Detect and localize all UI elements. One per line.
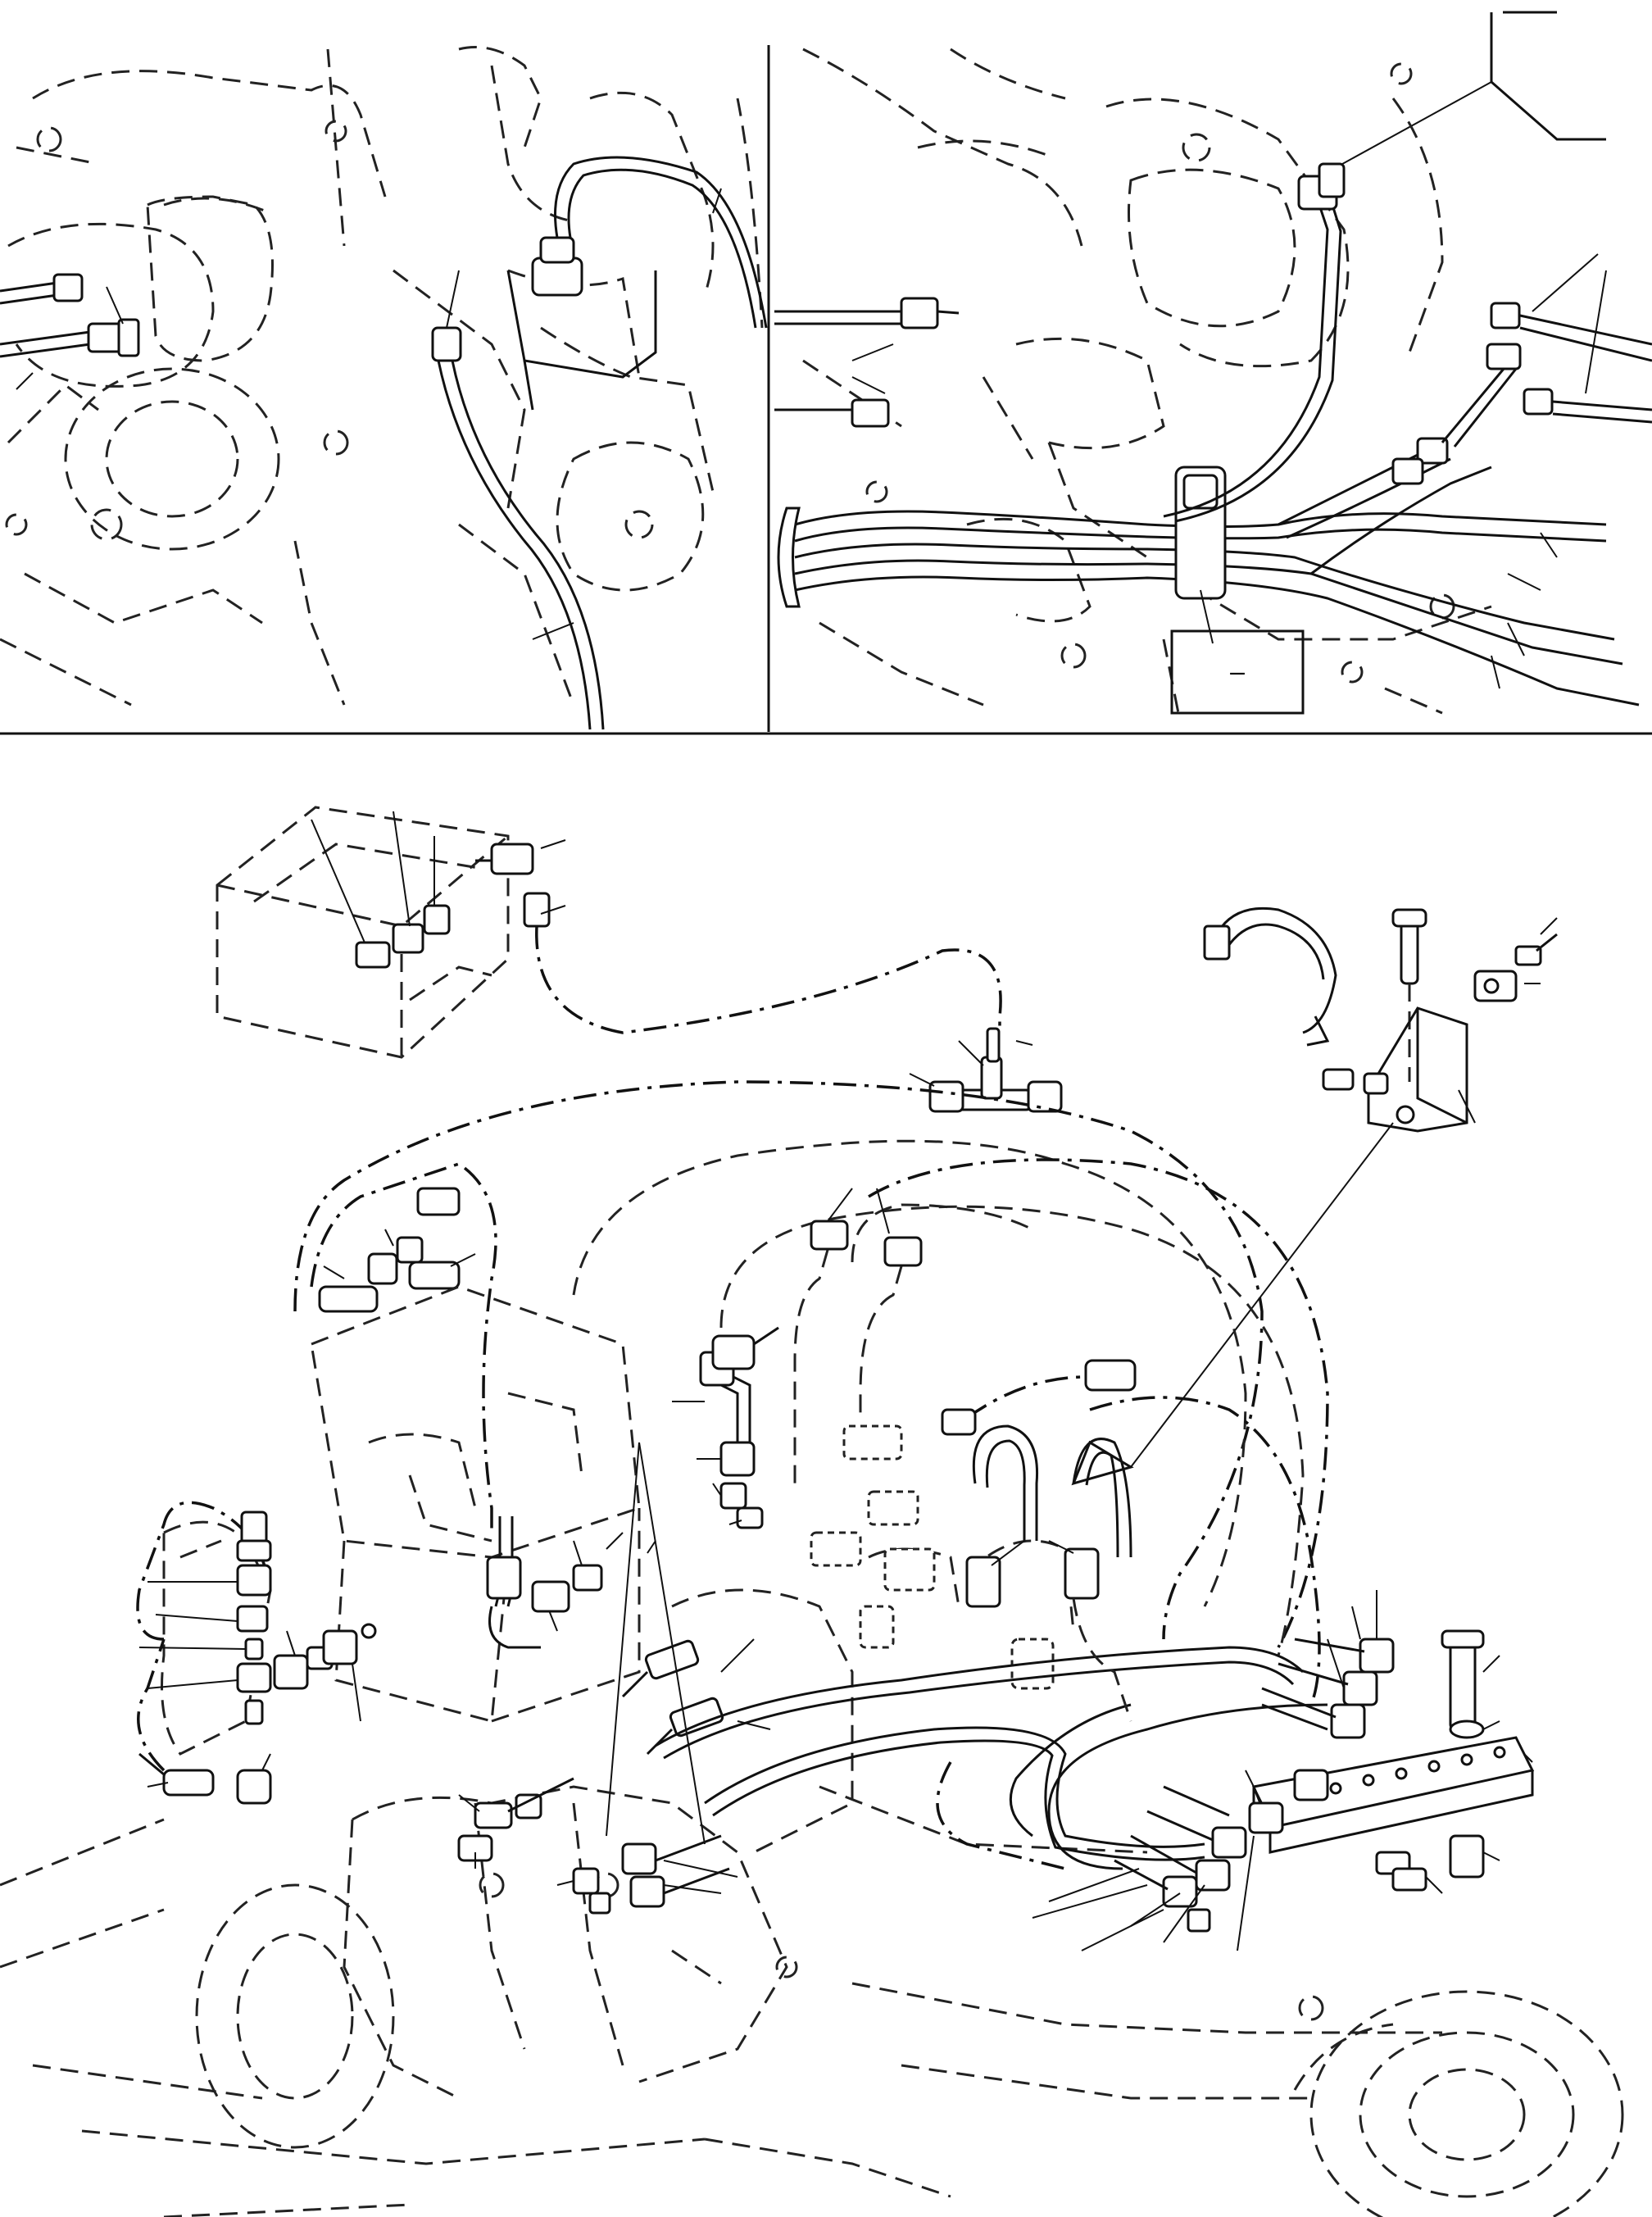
engine-lower-dashed xyxy=(0,1539,1624,2217)
mounting-bracket xyxy=(1203,906,1558,1133)
panel-frames xyxy=(0,45,1652,735)
top-left-view xyxy=(0,46,768,730)
callout-box xyxy=(1170,629,1305,715)
callout-box-text: – xyxy=(1230,656,1245,686)
bottom-exploded-view xyxy=(0,806,1624,2217)
top-right-view: – xyxy=(774,11,1652,722)
reservoir-box xyxy=(216,806,510,1059)
control-valve-block xyxy=(310,1285,641,1723)
manifold-block xyxy=(1251,1629,1535,1894)
fitting-cluster-right xyxy=(1032,1590,1395,1951)
